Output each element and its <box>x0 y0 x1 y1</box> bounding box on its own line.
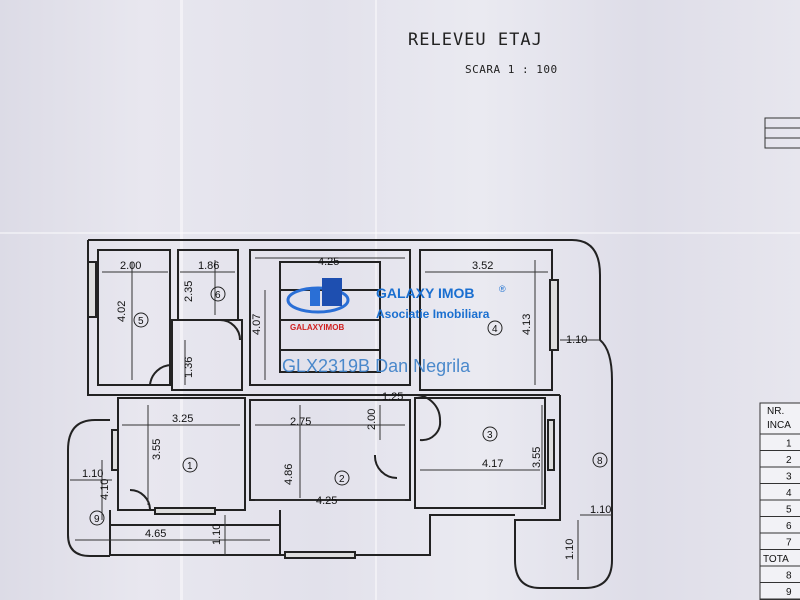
table-row-label: 8 <box>786 571 792 582</box>
room-number: 8 <box>597 456 603 467</box>
room-number: 5 <box>138 316 144 327</box>
dimension-labels: 2.00 4.02 1.86 2.35 1.36 4.25 4.07 3.52 … <box>82 256 611 560</box>
dim-r2-height: 4.86 <box>283 464 295 485</box>
brand-subtitle: Asociatie Imobiliara <box>376 307 490 321</box>
table-row-label: 3 <box>786 472 792 483</box>
paper-fold <box>180 0 183 600</box>
dim-balcony-left-width: 1.10 <box>82 468 103 480</box>
dim-r3-width: 4.17 <box>482 458 503 470</box>
table-row-label: 7 <box>786 538 792 549</box>
dim-stair-width: 4.25 <box>318 256 339 268</box>
walls <box>67 239 613 589</box>
dim-balcony-br-height: 1.10 <box>564 539 576 560</box>
watermark: GALAXYIMOB GALAXY IMOB ® Asociatie Imobi… <box>282 278 506 376</box>
dim-bottom-width: 4.65 <box>145 528 166 540</box>
room-markers <box>89 286 608 526</box>
table-row-label: 5 <box>786 505 792 516</box>
dim-r5-width: 2.00 <box>120 260 141 272</box>
dim-r2-width2: 4.25 <box>316 495 337 507</box>
table-row-label: 6 <box>786 521 792 532</box>
dim-stair-height: 4.07 <box>251 314 263 335</box>
dim-r1-width: 3.25 <box>172 413 193 425</box>
dim-r6-height: 2.35 <box>183 281 195 302</box>
listing-code: GLX2319B Dan Negrila <box>282 356 471 376</box>
dim-r2-width: 2.75 <box>290 416 311 428</box>
table-row-label: 1 <box>786 439 792 450</box>
paper-fold <box>375 0 377 600</box>
brand-name: GALAXY IMOB <box>376 285 475 301</box>
dim-r5-height: 4.02 <box>116 301 128 322</box>
room-number: 4 <box>492 324 498 335</box>
room-numbers: 5 6 1 2 3 4 8 9 <box>94 290 603 525</box>
dim-r4-width: 3.52 <box>472 260 493 272</box>
table-row-label: 2 <box>786 455 792 466</box>
room-number: 2 <box>339 474 345 485</box>
dim-balcony-right-width: 1.10 <box>566 334 587 346</box>
dimension-lines <box>70 257 612 580</box>
plan-title: RELEVEU ETAJ <box>408 30 543 50</box>
dim-bottom-height: 1.10 <box>211 524 223 545</box>
plan-scale: SCARA 1 : 100 <box>465 63 558 76</box>
dim-hall2-width: 1.25 <box>382 391 403 403</box>
dim-r4-height: 4.13 <box>521 314 533 335</box>
dim-r1-height: 3.55 <box>151 439 163 460</box>
table-header: INCA <box>767 420 791 431</box>
room-number: 6 <box>215 290 221 301</box>
dim-hall-width: 1.36 <box>183 357 195 378</box>
dim-r6-width: 1.86 <box>198 260 219 272</box>
dim-balcony-br-width: 1.10 <box>590 504 611 516</box>
table-row-label: 9 <box>786 587 792 598</box>
galaxy-logo-icon <box>286 278 350 314</box>
room-number: 9 <box>94 514 100 525</box>
room-number: 1 <box>187 461 193 472</box>
paper-fold <box>0 232 800 234</box>
dim-balcony-left-height: 4.10 <box>99 479 111 500</box>
room-number: 3 <box>487 430 493 441</box>
table-row-label: TOTA <box>763 554 789 565</box>
registered-mark: ® <box>499 284 506 294</box>
logo-text: GALAXYIMOB <box>290 323 344 332</box>
table-header: NR. <box>767 406 784 417</box>
table-row-label: 4 <box>786 488 792 499</box>
dim-hall2-height: 2.00 <box>366 409 378 430</box>
dim-r3-height: 3.55 <box>531 447 543 468</box>
